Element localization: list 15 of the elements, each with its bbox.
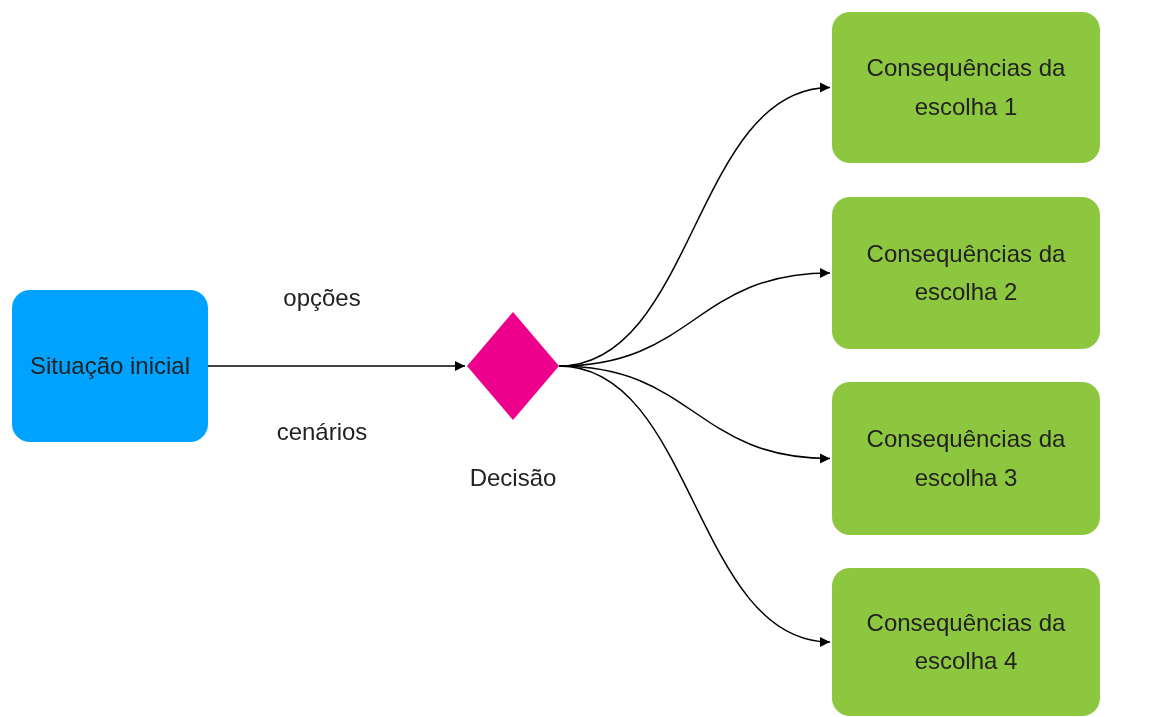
process-box [832,568,1100,716]
edge-note: cenários [276,418,368,446]
process-box [832,12,1100,163]
arrow [207,360,466,372]
process-box [12,290,208,442]
box-text: Consequências da escolha 4 [865,607,1067,676]
box-text: Consequências da escolha 1 [865,53,1067,122]
box-text: Situação inicial [29,350,191,381]
process-box [832,197,1100,349]
edge-note: opções [283,284,361,312]
node-caption: Decisão [469,464,557,492]
box-text: Consequências da escolha 3 [865,424,1067,493]
decision-diamond [467,312,559,420]
box-text: Consequências da escolha 2 [865,238,1067,307]
process-box [832,382,1100,535]
